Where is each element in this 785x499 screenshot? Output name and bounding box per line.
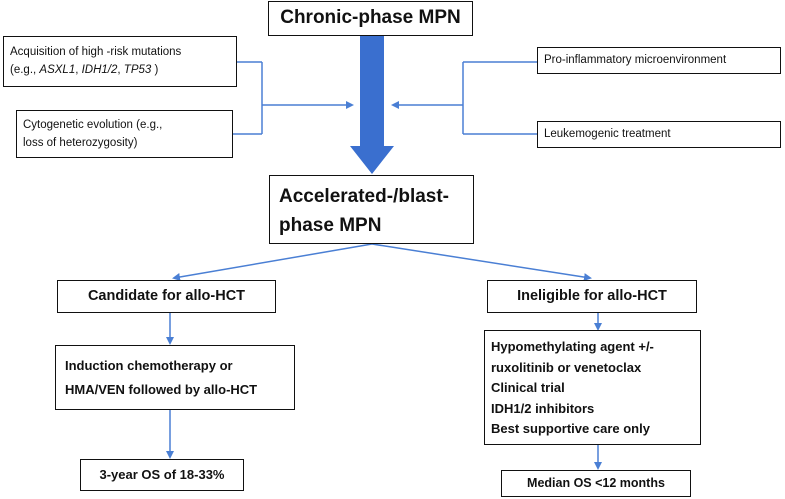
candidate-outcome-box: 3-year OS of 18-33% (80, 459, 244, 491)
treatment-text: Leukemogenic treatment (544, 128, 671, 140)
chronic-phase-box: Chronic-phase MPN (268, 1, 473, 36)
accelerated-text: Accelerated-/blast- phase MPN (279, 182, 449, 240)
option-item: ruxolitinib or venetoclax (491, 359, 642, 375)
mutations-prefix: (e.g., (10, 64, 40, 76)
option-item: Best supportive care only (491, 421, 650, 436)
mutations-box: Acquisition of high -risk mutations (e.g… (3, 36, 237, 87)
split-arrow-right (371, 243, 592, 282)
candidate-therapy-line2: HMA/VEN followed by allo-HCT (65, 382, 258, 397)
candidate-therapy-box: Induction chemotherapy or HMA/VEN follow… (55, 345, 295, 410)
mutations-suffix: ) (151, 64, 159, 76)
ineligible-options-list: Hypomethylating agent +/- ruxolitinib or… (491, 337, 654, 440)
inflammatory-text: Pro-inflammatory microenvironment (544, 54, 727, 66)
mutations-text: Acquisition of high -risk mutations (e.g… (10, 43, 181, 79)
chronic-phase-title: Chronic-phase MPN (280, 7, 461, 28)
inflammatory-box: Pro-inflammatory microenvironment (537, 47, 781, 74)
candidate-therapy-text: Induction chemotherapy or HMA/VEN follow… (65, 354, 257, 402)
treatment-box: Leukemogenic treatment (537, 121, 781, 148)
accelerated-box: Accelerated-/blast- phase MPN (269, 175, 474, 244)
gene-idh12: IDH1/2 (81, 64, 118, 76)
right-risk-connector (391, 61, 537, 135)
ineligible-outcome-box: Median OS <12 months (501, 470, 691, 497)
cytogenetic-line2: loss of heterozygosity) (23, 137, 138, 149)
candidate-box: Candidate for allo-HCT (57, 280, 276, 313)
ineligible-options-box: Hypomethylating agent +/- ruxolitinib or… (484, 330, 701, 445)
left-risk-connector (233, 61, 354, 135)
cytogenetic-text: Cytogenetic evolution (e.g., loss of het… (23, 116, 162, 152)
option-item: Clinical trial (491, 380, 565, 395)
mutations-line1: Acquisition of high -risk mutations (10, 46, 182, 58)
option-item: IDH1/2 inhibitors (491, 400, 595, 416)
mutations-sep2: , (117, 64, 124, 76)
gene-tp53: TP53 (123, 64, 152, 76)
candidate-label: Candidate for allo-HCT (87, 288, 246, 304)
split-arrow-left (172, 243, 373, 281)
accelerated-line2: phase MPN (279, 215, 382, 236)
mutations-sep1: , (75, 64, 82, 76)
accelerated-line1: Accelerated-/blast- (279, 186, 450, 207)
ineligible-box: Ineligible for allo-HCT (487, 280, 697, 313)
ineligible-label: Ineligible for allo-HCT (517, 288, 667, 304)
ineligible-outcome-text: Median OS <12 months (527, 476, 665, 490)
option-item: Hypomethylating agent +/- (491, 339, 654, 354)
candidate-outcome-text: 3-year OS of 18-33% (99, 467, 225, 482)
cytogenetic-box: Cytogenetic evolution (e.g., loss of het… (16, 110, 233, 158)
gene-asxl1: ASXL1 (39, 64, 76, 76)
cytogenetic-line1: Cytogenetic evolution (e.g., (23, 119, 163, 131)
mutations-line2: (e.g., ASXL1, IDH1/2, TP53 ) (10, 61, 181, 79)
progression-arrow (350, 36, 394, 174)
candidate-therapy-line1: Induction chemotherapy or (65, 358, 233, 373)
